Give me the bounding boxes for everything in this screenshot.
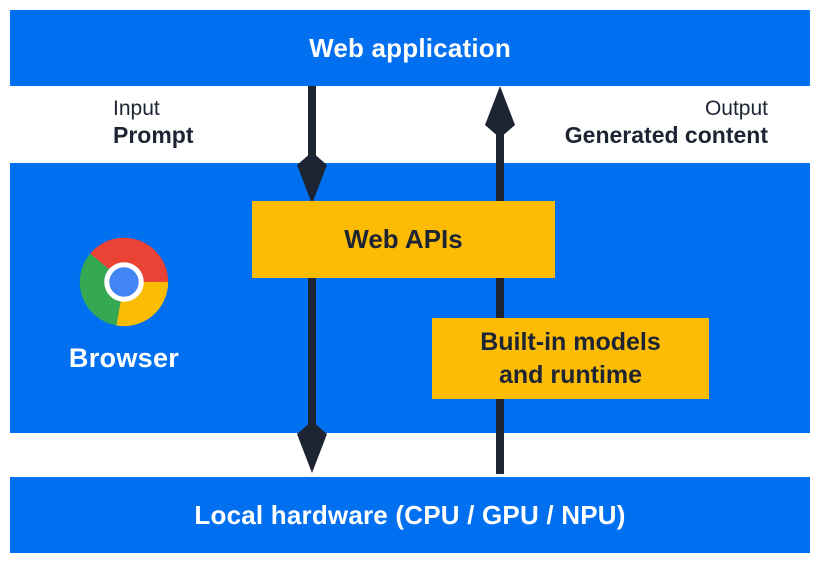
output-value: Generated content <box>564 122 768 148</box>
web-application-bar: Web application <box>10 10 810 86</box>
chrome-green-segment <box>79 253 124 326</box>
output-annotation: Output Generated content <box>565 96 768 149</box>
output-label: Output <box>704 97 768 120</box>
local-hardware-bar: Local hardware (CPU / GPU / NPU) <box>10 477 810 553</box>
web-apis-box: Web APIs <box>252 201 555 278</box>
browser-label: Browser <box>68 343 180 373</box>
web-application-label: Web application <box>309 32 511 63</box>
local-hardware-label: Local hardware (CPU / GPU / NPU) <box>194 499 626 530</box>
input-value: Prompt <box>113 122 194 148</box>
web-apis-label: Web APIs <box>344 224 463 254</box>
input-label: Input <box>113 97 160 120</box>
builtin-models-line2: and runtime <box>498 360 643 389</box>
builtin-models-box: Built-in models and runtime <box>432 318 709 399</box>
chrome-icon <box>78 236 170 328</box>
builtin-models-line1: Built-in models <box>480 327 661 356</box>
chrome-red-segment <box>90 237 169 282</box>
chrome-blue-center <box>109 267 139 297</box>
input-annotation: Input Prompt <box>113 96 194 149</box>
